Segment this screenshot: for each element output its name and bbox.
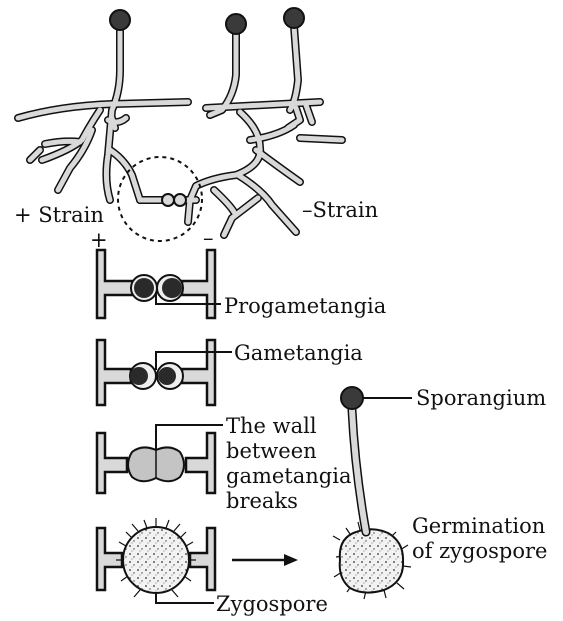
- progametangia-label: Progametangia: [224, 296, 386, 317]
- arrow-to-germination: [232, 554, 298, 566]
- stage-zygospore: [97, 518, 215, 603]
- sporangium-label: Sporangium: [416, 388, 546, 409]
- minus-sign-label: –: [203, 228, 214, 249]
- plus-sporangium: [110, 10, 130, 30]
- minus-strain-label: –Strain: [302, 200, 378, 221]
- stage-progametangia: [97, 250, 221, 318]
- contact-swelling-minus: [174, 194, 186, 206]
- stage-germination: [333, 387, 412, 599]
- stage-wall-breaks: [97, 425, 223, 493]
- minus-sporangium-1: [226, 14, 246, 34]
- plus-sign-label: +: [90, 230, 108, 251]
- germination-label: Germination of zygospore: [412, 514, 560, 564]
- gametangia-label: Gametangia: [234, 343, 363, 364]
- minus-sporangium-2: [284, 8, 304, 28]
- plus-strain-mycelium: [18, 28, 188, 200]
- zygospore-label: Zygospore: [216, 594, 328, 615]
- plus-strain-label: + Strain: [14, 205, 104, 226]
- contact-swelling-plus: [162, 194, 174, 206]
- stage-gametangia: [97, 340, 232, 405]
- wall-breaks-label: The wall between gametangia breaks: [226, 414, 344, 514]
